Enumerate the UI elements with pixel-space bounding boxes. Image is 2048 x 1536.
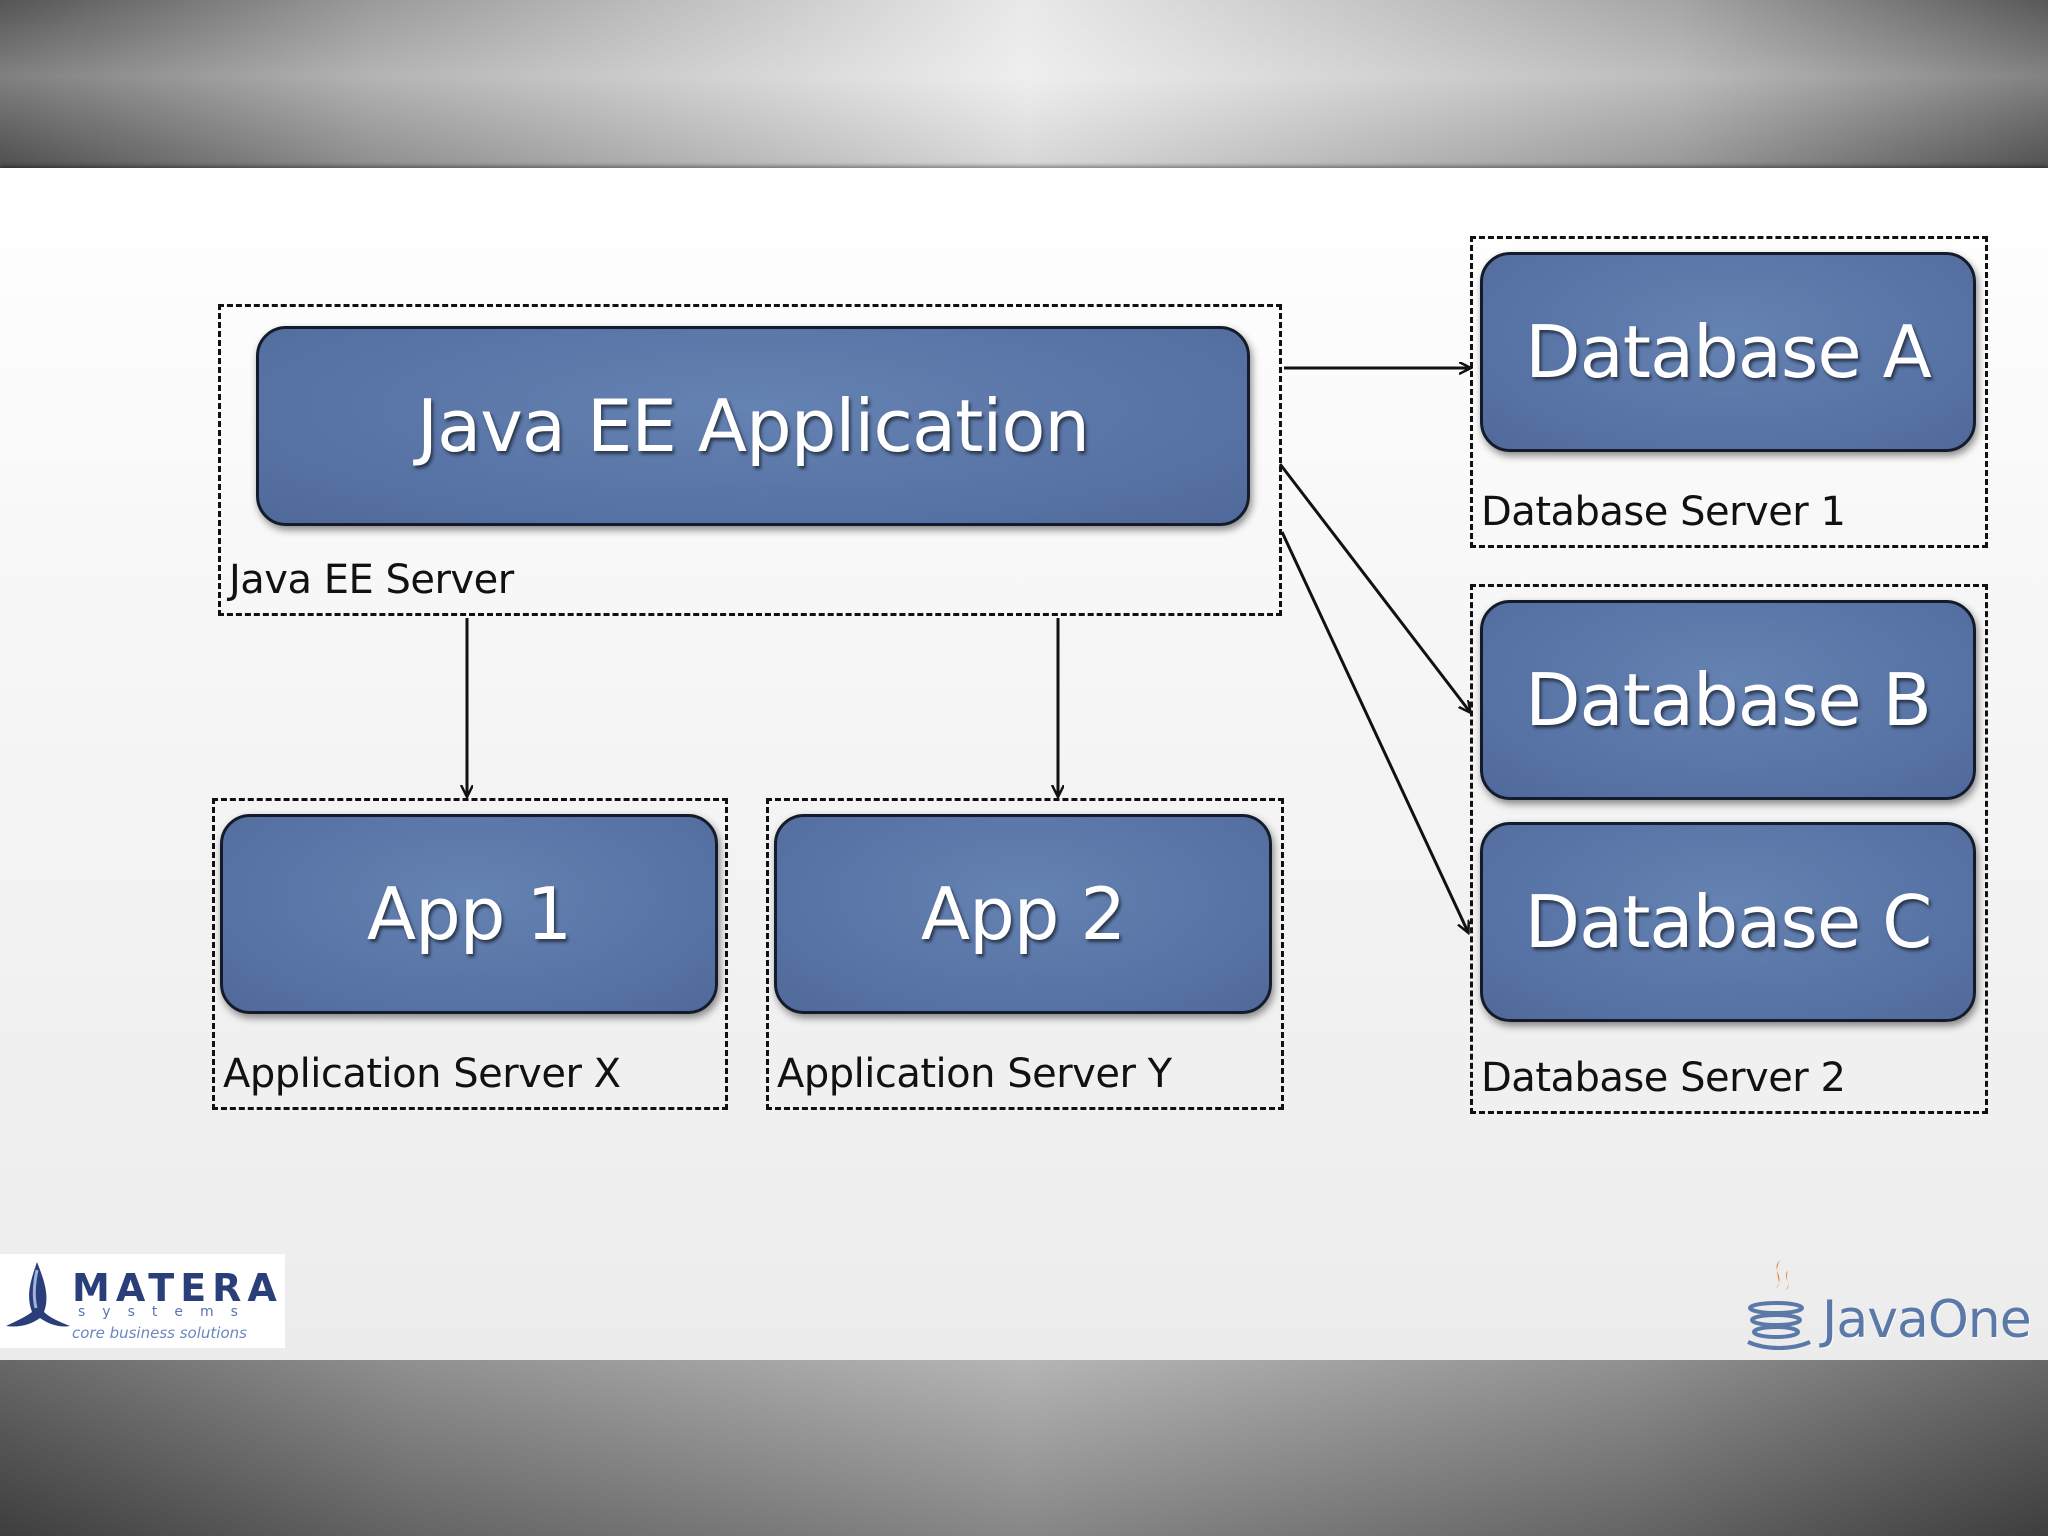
matera-tagline: core business solutions	[72, 1324, 247, 1342]
application-server-x-label: Application Server X	[223, 1051, 621, 1097]
matera-name: MATERA	[72, 1266, 283, 1310]
matera-emblem-icon	[6, 1262, 70, 1327]
top-band	[0, 0, 2048, 168]
database-server-2: Database Server 2	[1470, 584, 1988, 1114]
java-ee-application-label: Java EE Application	[416, 384, 1090, 468]
bottom-band	[0, 1360, 2048, 1536]
database-b-label: Database B	[1525, 658, 1932, 742]
database-a-label: Database A	[1525, 310, 1932, 394]
matera-sub: systems	[78, 1304, 255, 1320]
app-1-label: App 1	[366, 872, 572, 956]
javaone-logo: JavaOne	[1740, 1256, 2032, 1356]
app-2: App 2	[774, 814, 1272, 1014]
database-a: Database A	[1480, 252, 1976, 452]
app-1: App 1	[220, 814, 718, 1014]
app-2-label: App 2	[920, 872, 1126, 956]
database-c: Database C	[1480, 822, 1976, 1022]
database-server-1: Database Server 1	[1470, 236, 1988, 548]
java-ee-server-label: Java EE Server	[229, 557, 514, 603]
database-b: Database B	[1480, 600, 1976, 800]
database-c-label: Database C	[1524, 880, 1933, 964]
matera-logo: MATERA systems core business solutions	[0, 1254, 285, 1348]
application-server-y: Application Server Y	[766, 798, 1284, 1110]
java-cup-icon	[1747, 1260, 1811, 1350]
application-server-y-label: Application Server Y	[777, 1051, 1172, 1097]
application-server-x: Application Server X	[212, 798, 728, 1110]
java-ee-server: Java EE Server	[218, 304, 1282, 616]
javaone-name: JavaOne	[1822, 1290, 2032, 1350]
database-server-1-label: Database Server 1	[1481, 489, 1846, 535]
java-ee-application: Java EE Application	[256, 326, 1250, 526]
database-server-2-label: Database Server 2	[1481, 1055, 1846, 1101]
